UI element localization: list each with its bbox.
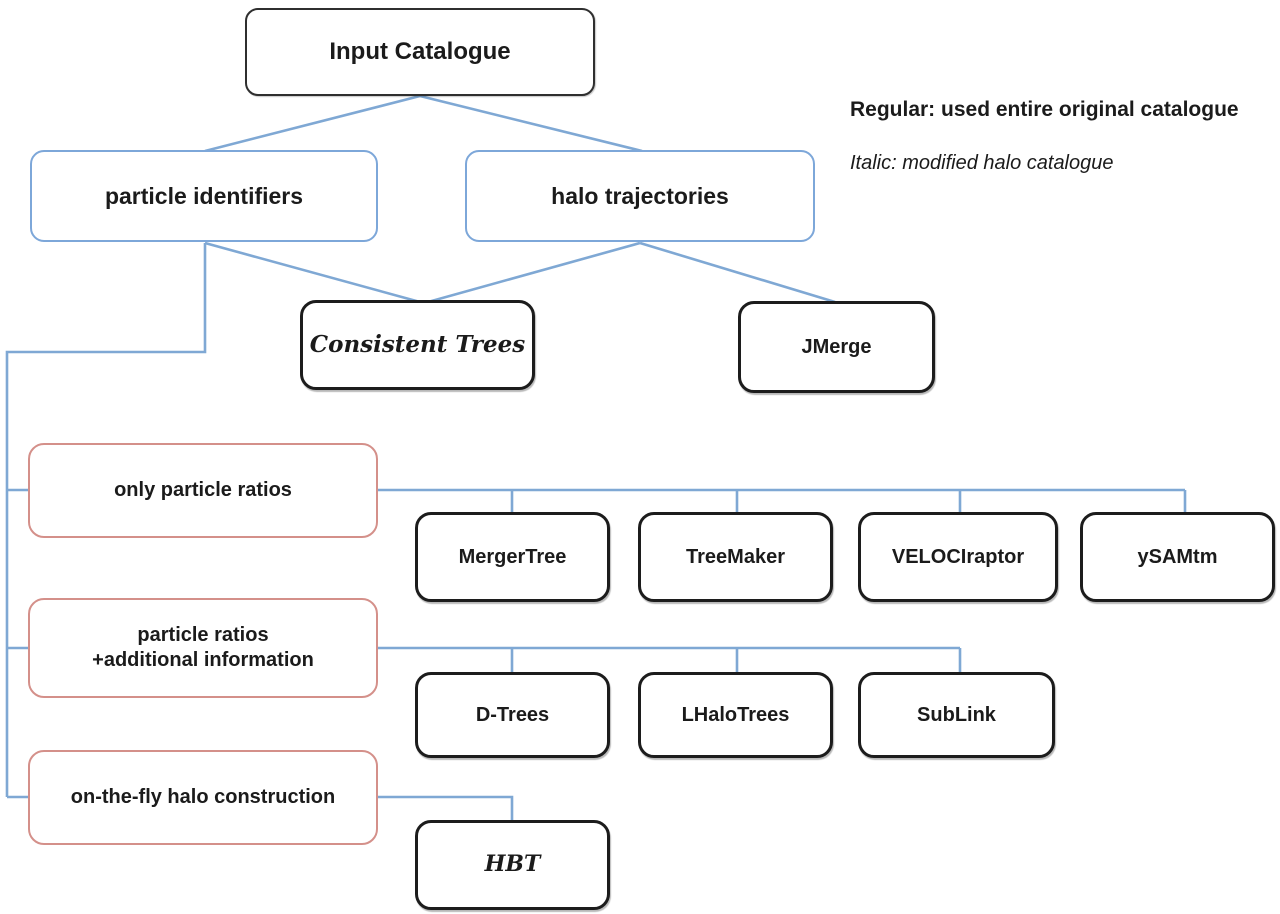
node-ysamtm: ySAMtm (1080, 512, 1275, 602)
edge-halo-trajectories-to-jmerge (639, 241, 836, 304)
node-consistent-trees: Consistent Trees (300, 300, 535, 390)
edge-particle-identifiers-to-consistent-trees (204, 241, 421, 304)
node-velociraptor: VELOCIraptor (858, 512, 1058, 602)
node-halo-trajectories: halo trajectories (465, 150, 815, 242)
node-particle-ratios-additional-information: particle ratios +additional information (28, 598, 378, 698)
node-hbt: HBT (415, 820, 610, 910)
node-treemaker: TreeMaker (638, 512, 833, 602)
node-jmerge: JMerge (738, 301, 935, 393)
legend-regular-line: Regular: used entire original catalogue (850, 98, 1239, 121)
node-sublink: SubLink (858, 672, 1055, 758)
node-particle-identifiers: particle identifiers (30, 150, 378, 242)
node-on-the-fly-halo-construction: on-the-fly halo construction (28, 750, 378, 845)
node-d-trees: D-Trees (415, 672, 610, 758)
edge-row3-to-hbt (378, 795, 514, 821)
edge-input-to-halo-trajectories (419, 94, 643, 153)
node-lhalotrees: LHaloTrees (638, 672, 833, 758)
edge-halo-trajectories-to-consistent-trees (427, 241, 641, 304)
node-mergertree: MergerTree (415, 512, 610, 602)
legend-italic-line: Italic: modified halo catalogue (850, 152, 1114, 174)
edge-input-to-particle-identifiers (204, 94, 421, 153)
node-only-particle-ratios: only particle ratios (28, 443, 378, 538)
node-input-catalogue: Input Catalogue (245, 8, 595, 96)
